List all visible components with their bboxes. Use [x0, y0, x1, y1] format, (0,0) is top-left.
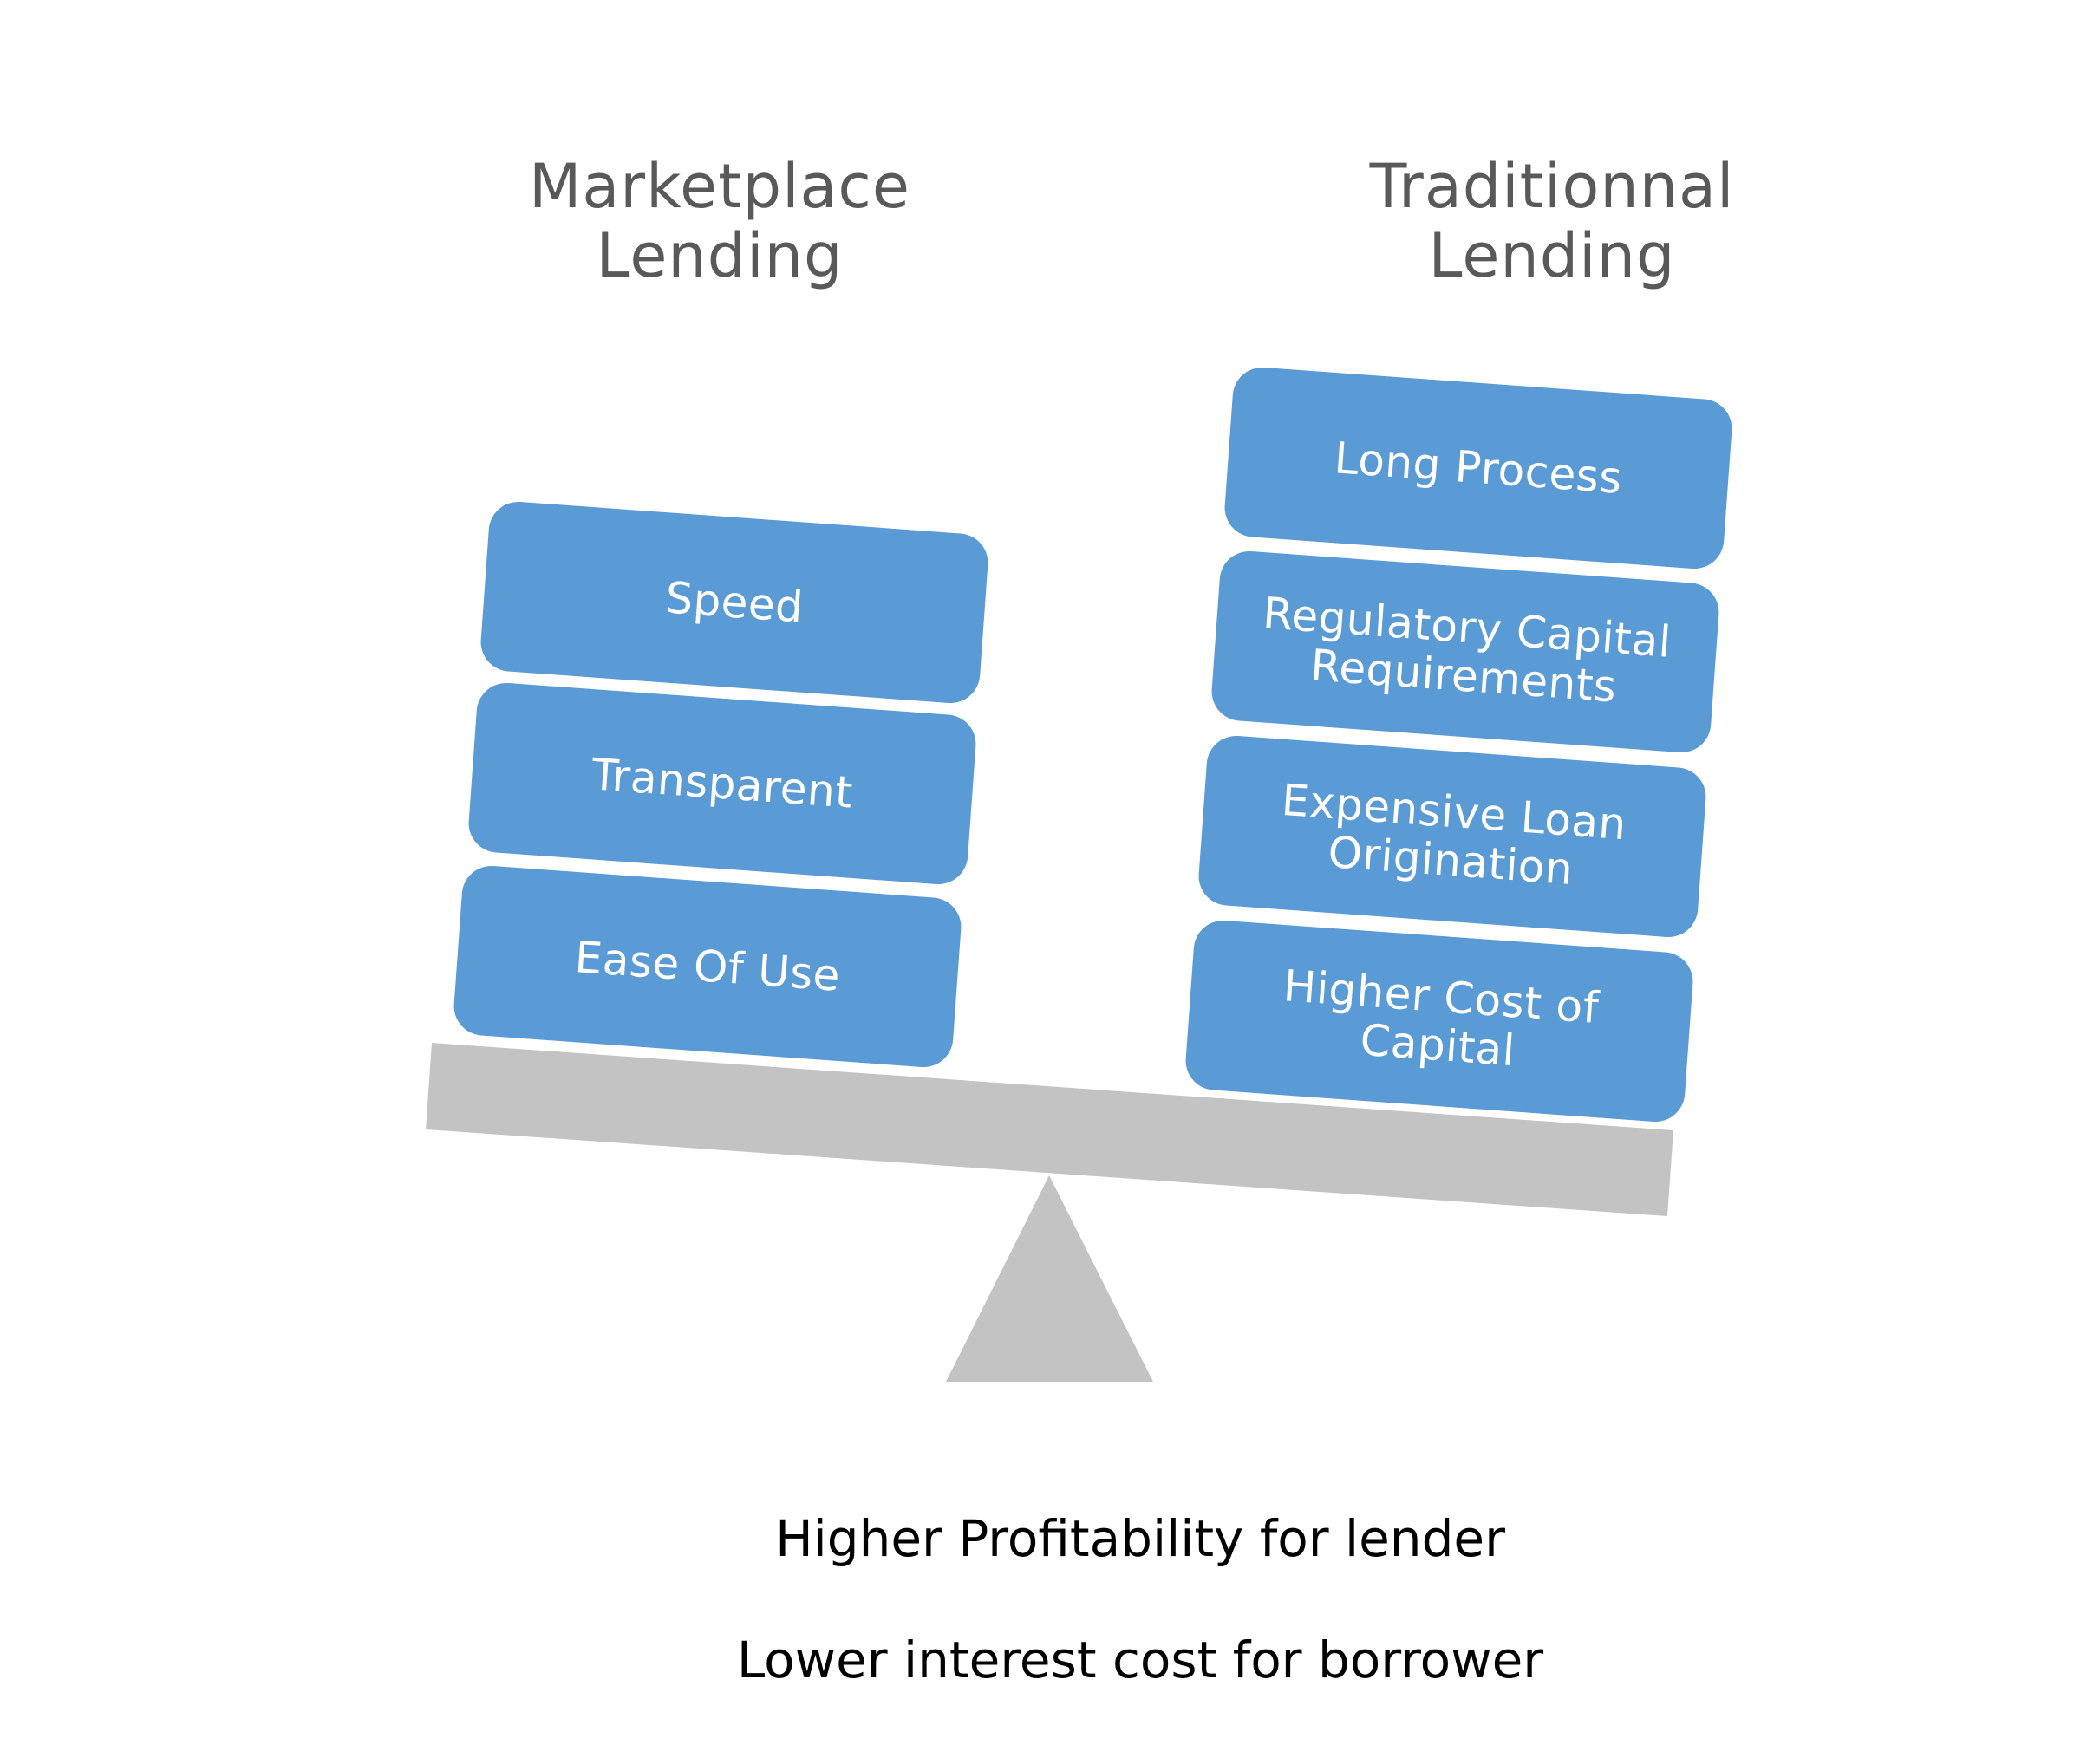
left-item-transparent: Transparent	[466, 680, 978, 887]
balance-scale	[426, 1043, 1673, 1382]
traditional-lending-heading: Traditionnal Lending	[1369, 151, 1735, 291]
right-item-higher-cost-capital: Higher Cost of Capital	[1184, 918, 1695, 1124]
left-item-ease-of-use: Ease Of Use	[452, 863, 963, 1070]
caption-line-1: Higher Profitability for lender	[775, 1509, 1505, 1568]
left-item-speed: Speed	[479, 499, 990, 706]
scale-beam	[426, 1043, 1673, 1216]
conclusion-caption: Higher Profitability for lender Lower in…	[607, 1448, 1673, 1751]
right-item-expensive-origination: Expensive Loan Origination	[1197, 733, 1708, 940]
right-item-regulatory-capital: Regulatory Capital Requirements	[1210, 549, 1721, 755]
scale-fulcrum	[946, 1175, 1153, 1382]
right-item-long-process: Long Process	[1223, 365, 1734, 571]
marketplace-lending-heading: Marketplace Lending	[529, 151, 910, 291]
caption-line-2: Lower interest cost for borrower	[736, 1631, 1544, 1689]
